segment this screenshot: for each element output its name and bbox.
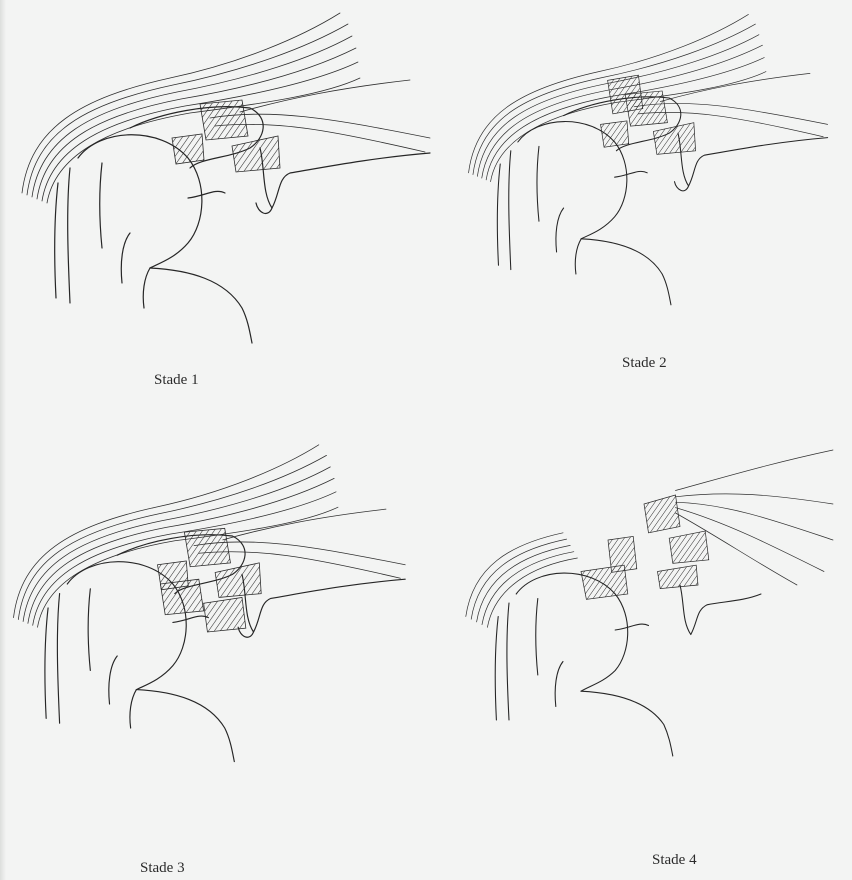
stage-1-caption: Stade 1 (154, 372, 199, 389)
stage-1-illustration (22, 13, 430, 343)
stage-4-caption: Stade 4 (652, 852, 697, 869)
stage-4-illustration (466, 450, 833, 756)
stage-3-caption: Stade 3 (140, 860, 185, 877)
stage-2-caption: Stade 2 (622, 355, 667, 372)
stage-3-illustration (14, 445, 406, 762)
stage-2-illustration (469, 14, 828, 304)
